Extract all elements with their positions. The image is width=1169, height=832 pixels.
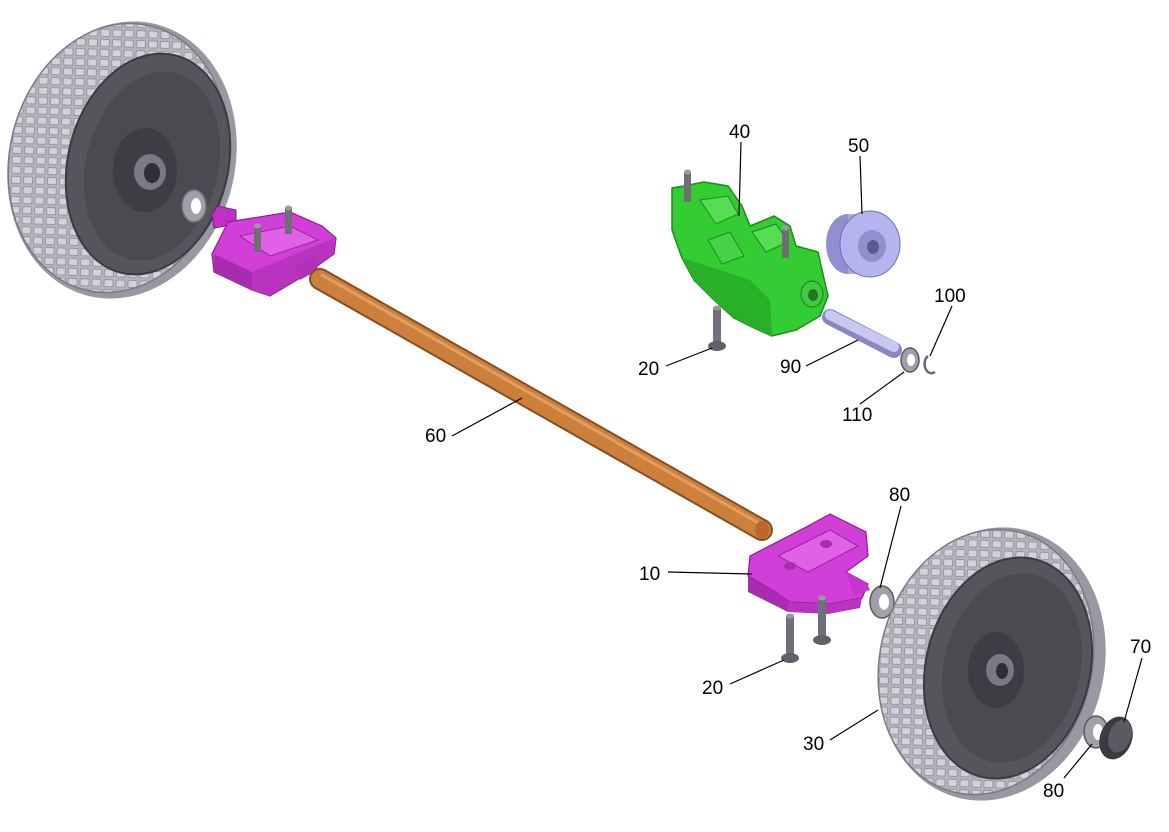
leader-110 [859, 371, 905, 405]
leader-80-lower [1063, 743, 1093, 779]
callout-80-lower: 80 [1043, 781, 1064, 802]
screw-lower-b [781, 613, 799, 663]
callout-60: 60 [425, 426, 446, 447]
screw-lower-a [813, 595, 831, 645]
leader-80-upper [879, 505, 902, 589]
callout-90: 90 [780, 357, 801, 378]
washer-small [900, 347, 920, 373]
leader-70 [1123, 657, 1143, 723]
pin [822, 309, 902, 358]
right-wheel [877, 527, 1106, 801]
height-adjust-bracket [671, 169, 829, 337]
leader-100 [929, 305, 953, 357]
callout-20-upper: 20 [638, 359, 659, 380]
callout-20-lower: 20 [702, 678, 723, 699]
roller [826, 210, 901, 278]
leader-40 [738, 141, 742, 217]
callout-80-upper: 80 [889, 485, 910, 506]
leader-50 [859, 155, 863, 215]
circlip [923, 355, 936, 375]
callout-70: 70 [1130, 637, 1151, 658]
callout-40: 40 [729, 122, 750, 143]
callout-30: 30 [803, 734, 824, 755]
screw-upper [708, 305, 726, 351]
axle-rod [309, 268, 773, 541]
leader-20-lower [729, 659, 785, 685]
leader-20-upper [665, 347, 713, 367]
leader-90 [805, 339, 859, 367]
callout-100: 100 [934, 286, 966, 307]
leader-lines [451, 141, 1143, 779]
leader-60 [451, 397, 523, 437]
callout-labels: 10 20 20 30 40 50 60 70 80 80 90 100 110 [425, 122, 1151, 802]
leader-10 [667, 571, 753, 575]
washer-right-upper [869, 585, 895, 619]
callout-50: 50 [848, 136, 869, 157]
callout-10: 10 [639, 564, 660, 585]
left-axle-mount [211, 205, 337, 297]
callout-110: 110 [842, 405, 872, 426]
leader-30 [829, 709, 879, 741]
hub-cap [1099, 716, 1133, 760]
washer-left [181, 189, 207, 223]
